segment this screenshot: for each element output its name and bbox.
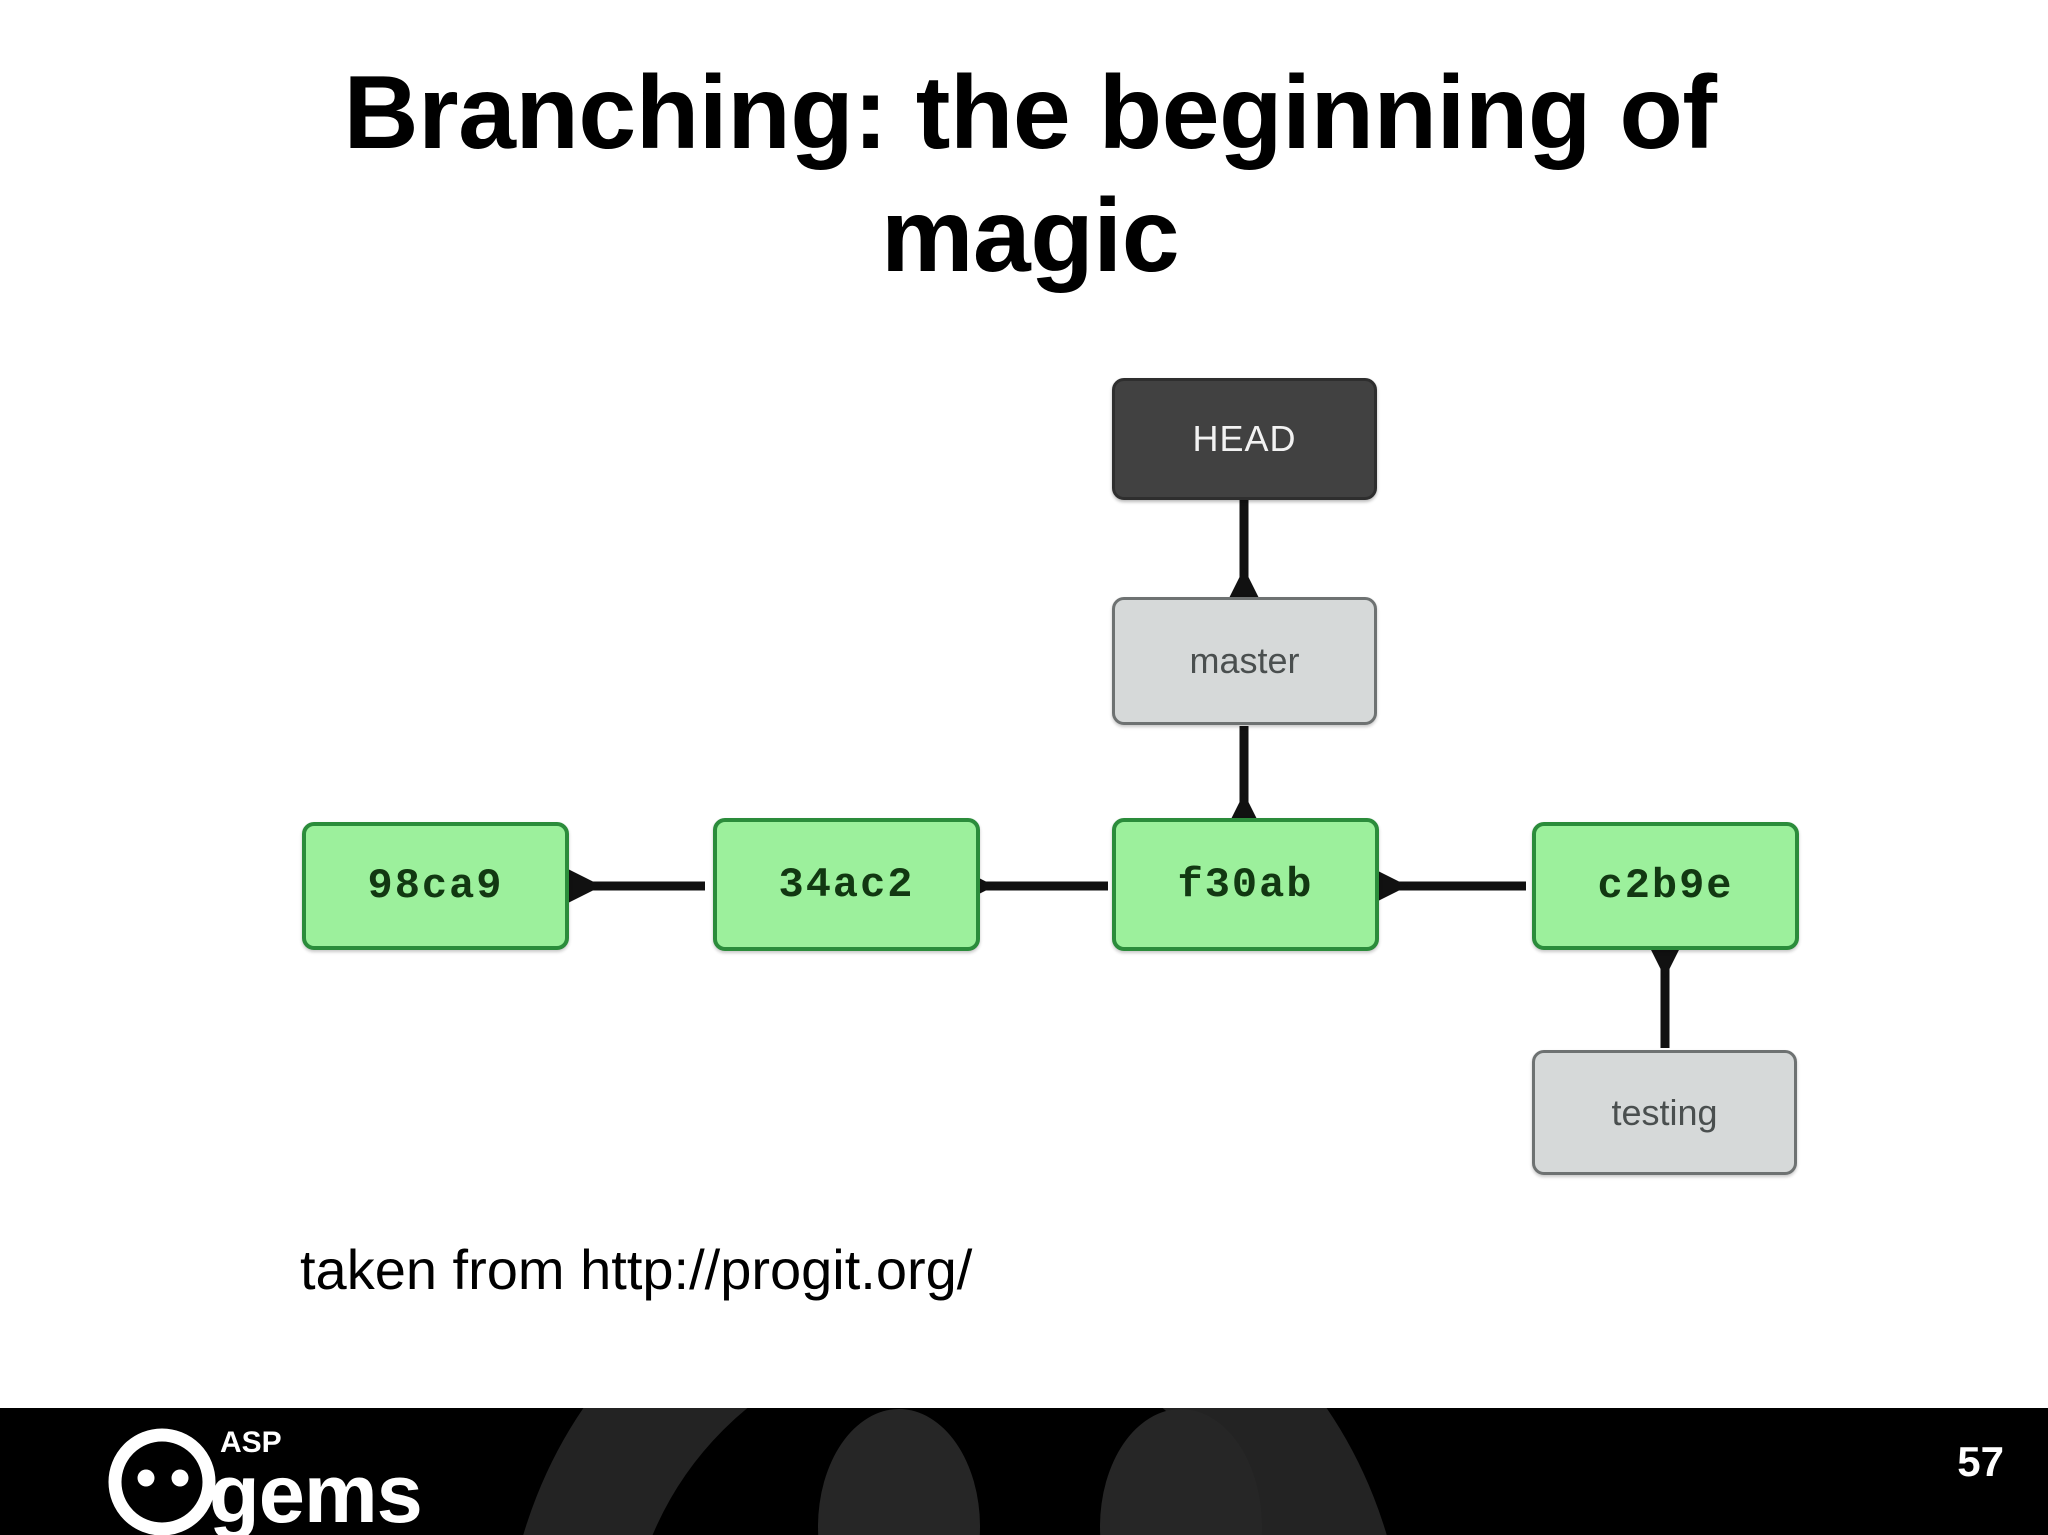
git-branching-diagram: HEAD master testing 98ca9 34ac2 f30ab c2…	[302, 378, 1799, 1175]
logo-gems-text: gems	[209, 1447, 422, 1535]
node-head-label: HEAD	[1192, 418, 1297, 459]
node-master[interactable]: master	[1112, 597, 1377, 725]
page-title-line-2: magic	[880, 177, 1180, 294]
asp-gems-logo[interactable]: ASP gems	[104, 1420, 434, 1535]
node-commit-34ac2[interactable]: 34ac2	[713, 818, 980, 951]
page-title: Branching: the beginning of magic	[140, 52, 1920, 297]
source-caption: taken from http://progit.org/	[300, 1238, 973, 1301]
node-commit-34ac2-label: 34ac2	[778, 860, 915, 909]
logo-asp-text: ASP	[220, 1426, 282, 1459]
node-testing[interactable]: testing	[1532, 1050, 1797, 1175]
slide-footer: ASP gems 57	[0, 1408, 2048, 1535]
node-commit-c2b9e[interactable]: c2b9e	[1532, 822, 1799, 950]
node-head[interactable]: HEAD	[1112, 378, 1377, 500]
page-title-line-1: Branching: the beginning of	[343, 55, 1717, 171]
node-master-label: master	[1189, 640, 1300, 681]
node-commit-f30ab-label: f30ab	[1177, 860, 1314, 909]
node-commit-f30ab[interactable]: f30ab	[1112, 818, 1379, 951]
node-commit-98ca9[interactable]: 98ca9	[302, 822, 569, 950]
node-commit-c2b9e-label: c2b9e	[1597, 862, 1734, 910]
node-testing-label: testing	[1611, 1091, 1718, 1133]
node-commit-98ca9-label: 98ca9	[367, 862, 504, 910]
page-number: 57	[1957, 1438, 2004, 1485]
smiley-face-icon	[108, 1428, 216, 1535]
